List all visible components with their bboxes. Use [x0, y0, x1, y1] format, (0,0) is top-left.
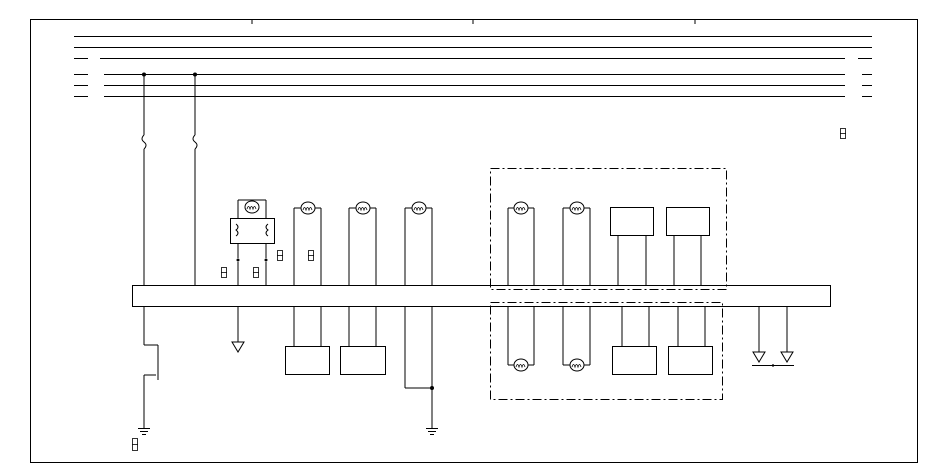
chassis-ground-2: [752, 307, 794, 367]
control-unit-bar: [132, 285, 831, 307]
ground-arrow-icon: [780, 351, 794, 363]
diagram-frame: [30, 19, 918, 463]
module-box-2: [666, 207, 710, 285]
ground-arrow-icon: [231, 341, 245, 353]
lamp-4: [507, 201, 535, 285]
power-bus-lines: [74, 36, 872, 97]
relay-switch-unit: [230, 199, 275, 285]
indicator-lamp-icon: [244, 200, 260, 214]
module-box-4: [668, 307, 713, 375]
lamp-7: [562, 307, 591, 372]
lamp-2: [348, 201, 377, 285]
ground-switch-branch: [138, 307, 159, 435]
ground-arrow-icon: [752, 351, 766, 363]
lamp-6: [507, 307, 535, 372]
lamp-3: [404, 201, 433, 285]
lower-box-2: [340, 307, 386, 375]
chassis-ground-1: [231, 307, 245, 353]
lamp-5: [562, 201, 591, 285]
lower-box-1: [285, 307, 330, 375]
ground-icon: [138, 428, 150, 435]
module-box-1: [610, 207, 654, 285]
connector-markers: [132, 128, 846, 451]
upper-dashed-module: [490, 168, 727, 290]
lower-dashed-module: [490, 302, 723, 400]
ground-icon: [426, 428, 438, 435]
lamp-1: [293, 201, 322, 285]
module-box-3: [612, 307, 657, 375]
upper-lamps: [293, 201, 433, 285]
feed-wire-1: [141, 72, 147, 285]
ground-branch-2: [404, 307, 438, 435]
feed-wire-2: [192, 72, 198, 285]
